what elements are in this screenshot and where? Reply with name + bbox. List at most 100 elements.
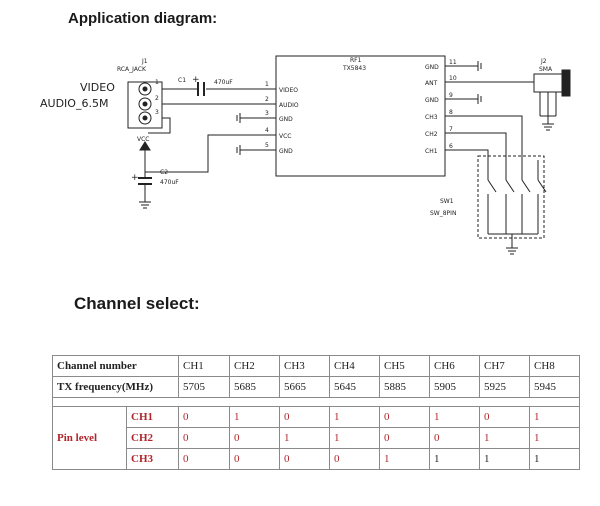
frequency-cell: 5905 [429, 376, 480, 398]
pin-value-cell: 1 [379, 448, 430, 470]
pin-value-cell: 1 [529, 406, 580, 428]
pin-value-cell: 1 [429, 448, 480, 470]
table-spacer-row [52, 397, 580, 407]
sw-lever-4 [537, 179, 547, 193]
pin-value-cell: 0 [178, 427, 230, 449]
sw-lever-3 [521, 179, 531, 193]
j2-name: SMA [539, 66, 553, 73]
left-pin-4-name: VCC [279, 133, 291, 140]
channel-cell: CH6 [429, 355, 480, 377]
tx-frequency-label: TX frequency(MHz) [52, 376, 179, 398]
right-pin-9-num: 9 [449, 92, 453, 99]
left-pin-4-num: 4 [265, 127, 269, 134]
ch2-wire [445, 132, 507, 160]
c1-polarity: + [192, 75, 200, 85]
table-row: CH3 0 0 0 0 1 1 1 1 [53, 448, 580, 470]
right-pin-7-num: 7 [449, 126, 453, 133]
pin-name-cell: CH2 [126, 427, 179, 449]
right-pin-6-name: CH1 [425, 148, 438, 155]
gnd-pin5-icon [236, 145, 241, 155]
pin-value-cell: 0 [279, 406, 330, 428]
pin-value-cell: 1 [429, 406, 480, 428]
sma-ground-icon [542, 123, 554, 131]
left-pin-5-num: 5 [265, 142, 269, 149]
table-row: CH2 0 0 1 1 0 0 1 1 [53, 427, 580, 449]
channel-cell: CH8 [529, 355, 580, 377]
channel-cell: CH2 [229, 355, 280, 377]
tx5843-module-body [275, 55, 446, 177]
pin-value-cell: 0 [379, 406, 430, 428]
pin-value-cell: 0 [479, 406, 530, 428]
c2-polarity: + [131, 173, 139, 183]
dip-switch-body [477, 155, 545, 239]
pin-value-cell: 0 [178, 448, 230, 470]
pin-value-cell: 0 [229, 448, 280, 470]
sma-connector-nut [561, 69, 571, 97]
jack-pin-2: 2 [155, 95, 159, 102]
c2-ref: C2 [160, 169, 168, 176]
ch3-wire [445, 115, 523, 160]
right-pin-10-name: ANT [425, 80, 438, 87]
channel-number-label: Channel number [52, 355, 179, 377]
c1-value: 470uF [214, 79, 233, 86]
sma-connector-body [533, 73, 563, 93]
table-row: Channel number CH1 CH2 CH3 CH4 CH5 CH6 C… [52, 355, 580, 377]
jack-pin-3: 3 [155, 109, 159, 116]
pin-value-cell: 1 [529, 448, 580, 470]
sw-lever-1 [487, 179, 497, 193]
ch1-wire [445, 149, 489, 160]
right-pin-11-name: GND [425, 64, 439, 71]
frequency-cell: 5945 [529, 376, 580, 398]
channel-table: Channel number CH1 CH2 CH3 CH4 CH5 CH6 C… [52, 355, 580, 470]
sma-ground-join [540, 115, 556, 124]
left-pin-2-num: 2 [265, 96, 269, 103]
frequency-cell: 5665 [279, 376, 330, 398]
channel-cell: CH7 [479, 355, 530, 377]
j1-ref: J1 [141, 58, 148, 65]
channel-cell: CH1 [178, 355, 230, 377]
sw-name: SW_8PIN [430, 210, 456, 217]
right-pin-9-name: GND [425, 97, 439, 104]
module-name: TX5843 [342, 65, 366, 72]
c1-ref: C1 [178, 77, 186, 84]
right-pin-10-num: 10 [449, 75, 457, 82]
right-pin-7-name: CH2 [425, 131, 438, 138]
pin-name-cell: CH1 [126, 406, 179, 428]
pin-value-cell: 1 [279, 427, 330, 449]
left-pin-3-num: 3 [265, 110, 269, 117]
pin-value-cell: 0 [429, 427, 480, 449]
pin-value-cell: 1 [229, 406, 280, 428]
sw-ground-icon [506, 247, 518, 255]
channel-select-heading: Channel select: [74, 294, 200, 313]
pin-level-label: Pin level [52, 406, 127, 470]
jack-terminal-2 [138, 97, 152, 111]
table-row: Pin level CH1 0 1 0 1 0 1 0 1 [52, 406, 580, 470]
right-pin-8-name: CH3 [425, 114, 438, 121]
table-row: TX frequency(MHz) 5705 5685 5665 5645 58… [52, 376, 580, 398]
pin-value-cell: 1 [329, 406, 380, 428]
pin-value-cell: 0 [229, 427, 280, 449]
frequency-cell: 5645 [329, 376, 380, 398]
channel-cell: CH4 [329, 355, 380, 377]
pin-value-cell: 1 [479, 448, 530, 470]
vcc-label: VCC [137, 136, 149, 143]
left-pin-3-name: GND [279, 116, 293, 123]
j2-ref: J2 [540, 58, 547, 65]
right-pin-8-num: 8 [449, 109, 453, 116]
module-ref: RF1 [350, 57, 362, 64]
jack-terminal-1 [138, 82, 152, 96]
sw-ref: SW1 [440, 198, 454, 205]
frequency-cell: 5885 [379, 376, 430, 398]
left-pin-2-name: AUDIO [279, 102, 299, 109]
jack-pin-1: 1 [155, 79, 159, 86]
frequency-cell: 5925 [479, 376, 530, 398]
sw-ground-join [488, 233, 538, 248]
rca-jack-body [127, 81, 163, 129]
sma-leads [539, 92, 557, 116]
c2-value: 470uF [160, 179, 179, 186]
gnd-pin3-icon [236, 113, 241, 123]
sw-lever-2 [505, 179, 515, 193]
frequency-cell: 5705 [178, 376, 230, 398]
pin-value-cell: 1 [479, 427, 530, 449]
c2-ground-icon [139, 201, 151, 209]
